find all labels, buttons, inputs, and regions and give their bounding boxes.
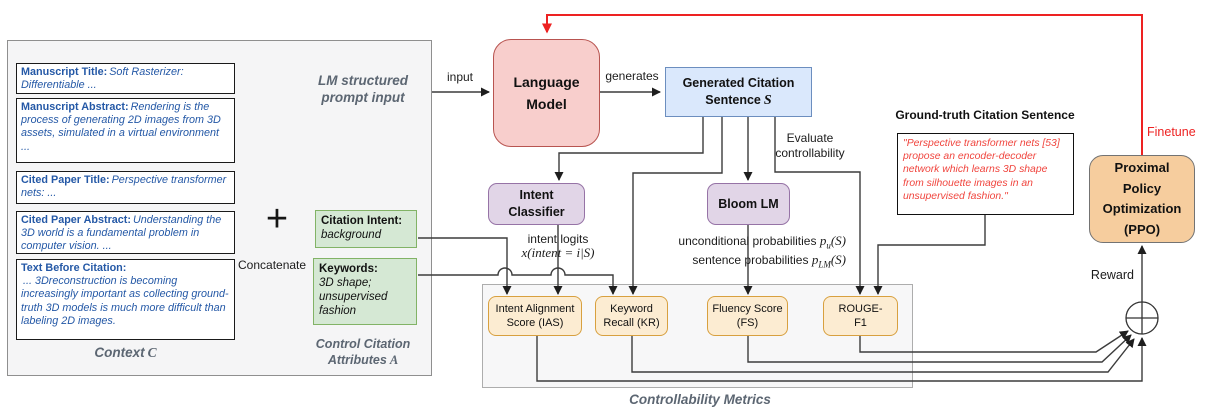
concatenate-label: Concatenate xyxy=(238,258,307,272)
metric-kr: Keyword Recall (KR) xyxy=(595,296,668,336)
text-before-citation-label: Text Before Citation: xyxy=(21,262,127,274)
bloom-lm-node: Bloom LM xyxy=(707,183,790,225)
reward-label: Reward xyxy=(1090,268,1134,282)
connector-groundtruth-to-rouge xyxy=(873,215,986,295)
manuscript-abstract-text: Rendering is the process of generating 2… xyxy=(21,101,221,153)
keywords-label: Keywords: xyxy=(319,263,378,275)
evaluate-controllability-label: Evaluate controllability xyxy=(775,131,845,160)
citation-sentence-symbol: S xyxy=(763,93,772,108)
finetune-label: Finetune xyxy=(1147,125,1196,139)
manuscript-abstract-label: Manuscript Abstract: xyxy=(21,101,129,113)
metric-rouge-label: ROUGE-F1 xyxy=(838,303,883,329)
manuscript-title-text: Soft Rasterizer: Differentiable ... xyxy=(21,66,184,92)
cited-paper-abstract-label: Cited Paper Abstract: xyxy=(21,214,131,226)
intent-logits-math: x(intent = i|S) xyxy=(521,245,595,260)
manuscript-title-box: Manuscript Title:Soft Rasterizer: Differ… xyxy=(16,63,235,94)
ground-truth-title: Ground-truth Citation Sentence xyxy=(895,108,1075,122)
intent-logits-text: intent logits xyxy=(527,232,589,246)
text-before-citation-text: ... 3Dreconstruction is becoming increas… xyxy=(21,275,229,327)
prompt-input-label: LM structured prompt input xyxy=(317,73,408,105)
cited-paper-abstract-text: Understanding the 3D world is a fundamen… xyxy=(21,214,222,253)
input-edge-label: input xyxy=(446,70,474,84)
intent-logits-label: intent logits x(intent = i|S) xyxy=(498,232,618,260)
metric-fs: Fluency Score (FS) xyxy=(707,296,788,336)
metric-ias: Intent Alignment Score (IAS) xyxy=(488,296,582,336)
plus-icon: + xyxy=(265,198,289,240)
language-model-node: Language Model xyxy=(493,39,600,147)
citation-intent-box: Citation Intent: background xyxy=(315,210,417,248)
ppo-node: Proximal Policy Optimization (PPO) xyxy=(1089,155,1195,243)
unconditional-probabilities-label: unconditional probabilities pu(S) xyxy=(678,233,846,251)
citation-intent-value: background xyxy=(321,229,382,241)
manuscript-abstract-box: Manuscript Abstract:Rendering is the pro… xyxy=(16,98,235,163)
metric-ias-label: Intent Alignment Score (IAS) xyxy=(495,303,575,329)
controllability-metrics-label: Controllability Metrics xyxy=(629,392,771,407)
cited-paper-title-label: Cited Paper Title: xyxy=(21,174,110,186)
probabilities-label: unconditional probabilities pu(S) senten… xyxy=(618,234,846,271)
citation-intent-label: Citation Intent: xyxy=(321,215,403,227)
cited-paper-title-text: Perspective transformer nets: ... xyxy=(21,174,227,200)
keywords-box: Keywords: 3D shape; unsupervised fashion xyxy=(313,258,417,325)
ground-truth-box: "Perspective transformer nets [53] propo… xyxy=(897,133,1074,215)
sum-circle-plus xyxy=(1125,301,1159,335)
attributes-symbol: A xyxy=(389,352,399,367)
metric-rouge: ROUGE-F1 xyxy=(823,296,898,336)
cited-paper-title-box: Cited Paper Title:Perspective transforme… xyxy=(16,171,235,204)
sentence-probabilities-label: sentence probabilities pLM(S) xyxy=(692,251,846,270)
keywords-value: 3D shape; unsupervised fashion xyxy=(319,277,388,317)
context-symbol: C xyxy=(147,345,157,360)
generates-edge-label: generates xyxy=(605,69,659,83)
text-before-citation-box: Text Before Citation:... 3Dreconstructio… xyxy=(16,259,235,340)
metric-kr-label: Keyword Recall (KR) xyxy=(603,303,660,329)
cited-paper-abstract-box: Cited Paper Abstract:Understanding the 3… xyxy=(16,211,235,254)
manuscript-title-label: Manuscript Title: xyxy=(21,66,108,78)
metric-fs-label: Fluency Score (FS) xyxy=(712,303,783,329)
intent-classifier-node: Intent Classifier xyxy=(488,183,585,225)
